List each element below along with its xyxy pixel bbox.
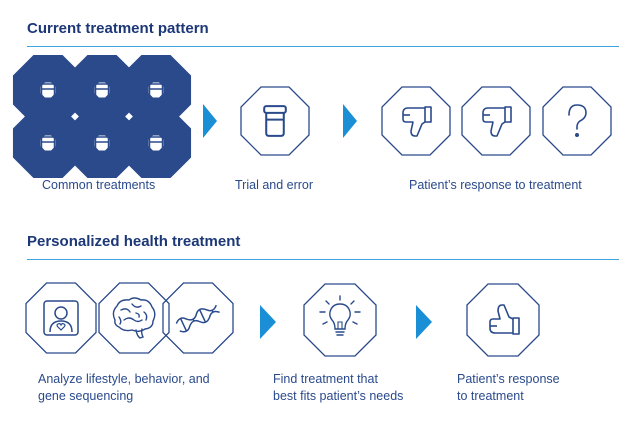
lightbulb-octagon: [303, 283, 377, 357]
person-octagon: [25, 282, 97, 354]
trial-and-error-octagon: [240, 86, 310, 156]
pill-bottle-icon: [27, 69, 70, 112]
pill-bottle-icon: [81, 122, 124, 165]
thumbs-down-octagon: [381, 86, 451, 156]
dna-octagon: [162, 282, 234, 354]
caption-analyze: Analyze lifestyle, behavior, and gene se…: [38, 371, 210, 405]
caption-common-treatments: Common treatments: [42, 178, 156, 192]
caption-response-line-1: Patient’s response: [457, 372, 560, 386]
arrow-right-icon: [343, 104, 357, 138]
arrow-right-icon: [260, 305, 276, 339]
pill-bottle-icon: [27, 122, 70, 165]
question-mark-icon: [568, 104, 587, 138]
common-treatments-group: [27, 69, 178, 165]
caption-find-treatment: Find treatment that best fits patient’s …: [273, 371, 403, 405]
caption-patient-response-current: Patient’s response to treatment: [409, 178, 582, 192]
lightbulb-icon: [319, 295, 361, 336]
pill-bottle-icon: [135, 122, 178, 165]
thumbs-down-icon: [482, 106, 512, 137]
thumbs-down-icon: [402, 106, 432, 137]
caption-find-treatment-line-2: best fits patient’s needs: [273, 389, 404, 403]
brain-octagon: [98, 282, 170, 354]
section-title-personalized: Personalized health treatment: [27, 233, 241, 250]
thumbs-up-icon: [489, 304, 520, 335]
caption-analyze-line-1: Analyze lifestyle, behavior, and: [38, 372, 210, 386]
caption-find-treatment-line-1: Find treatment that: [273, 372, 378, 386]
pill-bottle-icon: [81, 69, 124, 112]
pill-bottle-icon: [135, 69, 178, 112]
dna-icon: [175, 304, 220, 333]
person-heart-icon: [43, 300, 79, 336]
arrow-right-icon: [416, 305, 432, 339]
section-title-current: Current treatment pattern: [27, 20, 209, 37]
brain-icon: [112, 297, 156, 339]
caption-patient-response-personalized: Patient’s response to treatment: [457, 371, 560, 405]
thumbs-down-octagon: [461, 86, 531, 156]
caption-response-line-2: to treatment: [457, 389, 524, 403]
caption-trial-and-error: Trial and error: [235, 178, 314, 192]
section-divider-personalized: [27, 259, 619, 260]
thumbs-up-octagon: [466, 283, 540, 357]
question-octagon: [542, 86, 612, 156]
arrow-right-icon: [203, 104, 217, 138]
pill-bottle-icon: [263, 105, 287, 137]
section-divider-current: [27, 46, 619, 47]
caption-analyze-line-2: gene sequencing: [38, 389, 134, 403]
